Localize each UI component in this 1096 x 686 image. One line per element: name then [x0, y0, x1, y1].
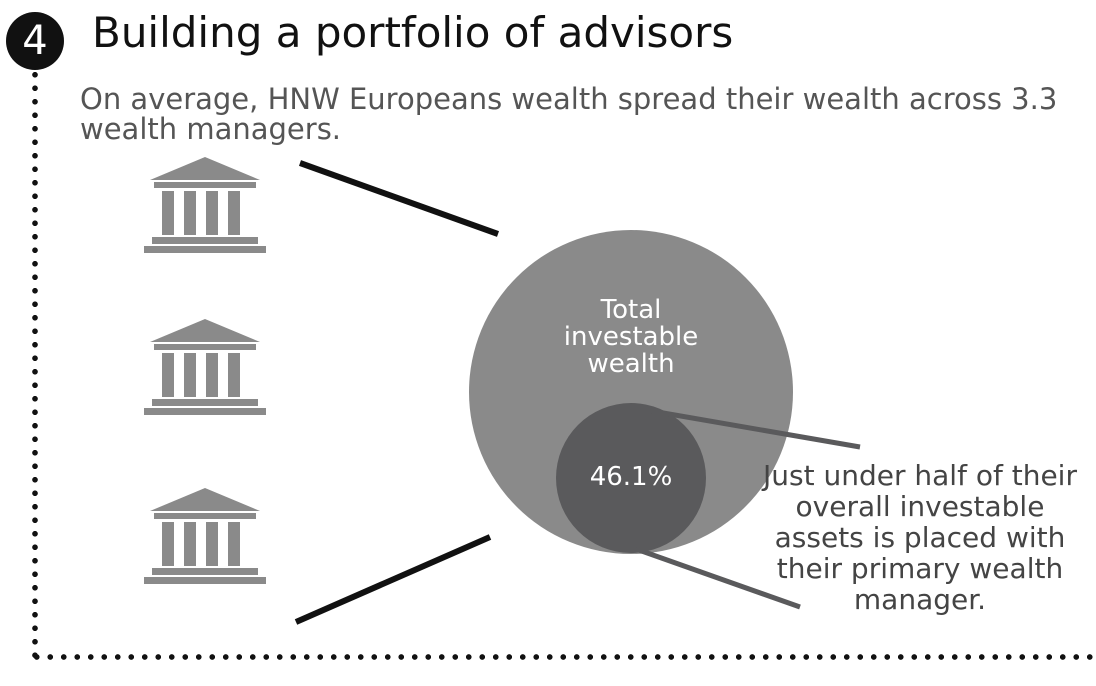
subtitle: On average, HNW Europeans wealth spread …: [80, 82, 1058, 146]
outer-label-line: wealth: [587, 349, 674, 379]
caption: Just under half of their overall investa…: [763, 459, 1077, 616]
step-number-badge: 4: [6, 12, 64, 70]
connector-line-bottom: [294, 534, 492, 625]
primary-manager-circle: [556, 403, 706, 553]
outer-label-line: Total: [600, 295, 662, 325]
dotted-border-left: [31, 68, 39, 664]
connector-line-top: [298, 160, 500, 237]
step-number: 4: [22, 18, 48, 64]
bank-icon: [144, 488, 266, 584]
outer-label-line: investable: [564, 322, 698, 352]
total-wealth-circle: [469, 230, 793, 554]
bank-icon: [144, 319, 266, 415]
bank-icon: [144, 157, 266, 253]
dotted-border-bottom: [30, 652, 1094, 662]
callout-line-upper: [645, 407, 861, 450]
page-title: Building a portfolio of advisors: [92, 8, 734, 57]
inner-value: 46.1%: [590, 462, 673, 492]
